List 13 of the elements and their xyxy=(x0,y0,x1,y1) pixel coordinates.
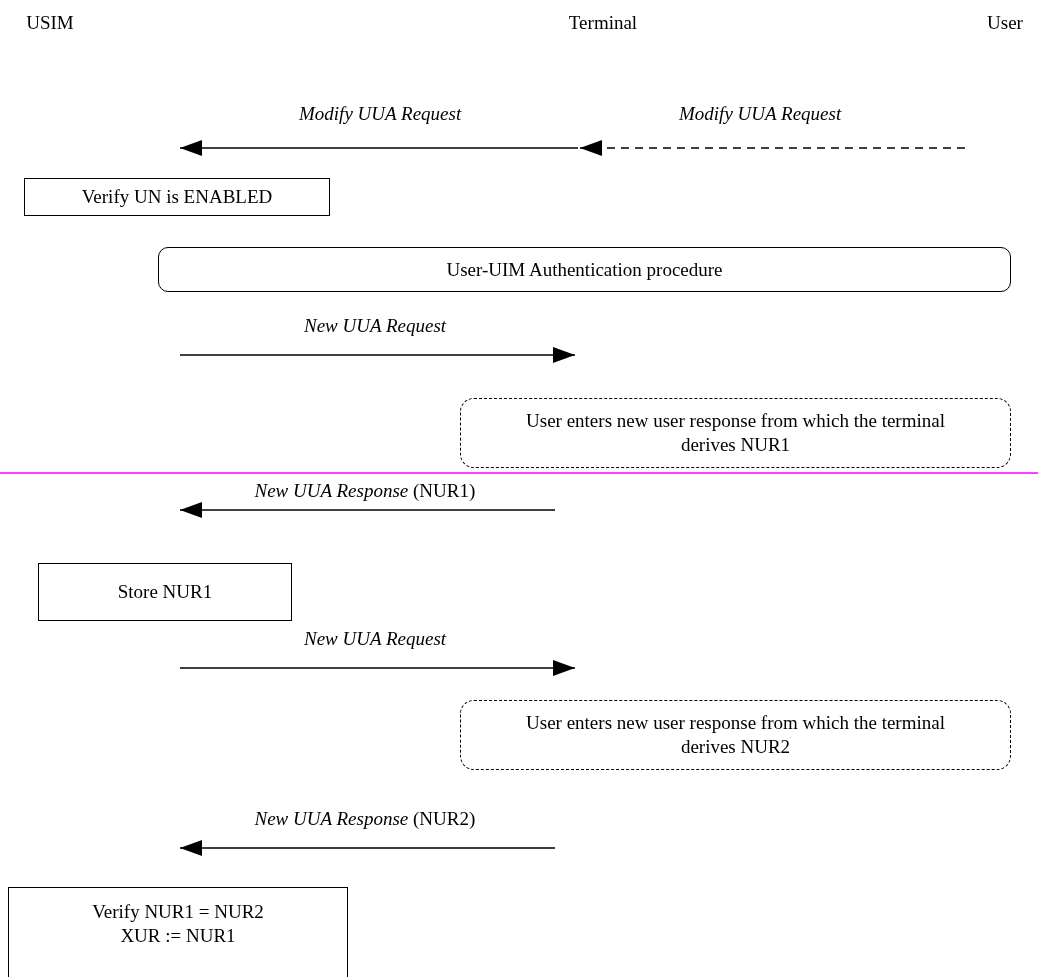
message-label: New UUA Response (NUR1) xyxy=(252,480,478,502)
procedure-box: User-UIM Authentication procedure xyxy=(158,247,1011,292)
message-label: Modify UUA Request xyxy=(297,103,464,125)
process-box: Store NUR1 xyxy=(38,563,292,621)
process-box: Verify NUR1 = NUR2 XUR := NUR1 xyxy=(8,887,348,977)
participant-label: Terminal xyxy=(553,8,653,38)
message-label: New UUA Response (NUR2) xyxy=(252,808,478,830)
participant-label: USIM xyxy=(10,8,90,38)
process-box: Verify UN is ENABLED xyxy=(24,178,330,216)
participant-label: User xyxy=(970,8,1038,38)
user-action-box: User enters new user response from which the terminal derives NUR2 xyxy=(460,700,1011,770)
user-action-box: User enters new user response from which the terminal derives NUR1 xyxy=(460,398,1011,468)
message-label: Modify UUA Request xyxy=(677,103,844,125)
